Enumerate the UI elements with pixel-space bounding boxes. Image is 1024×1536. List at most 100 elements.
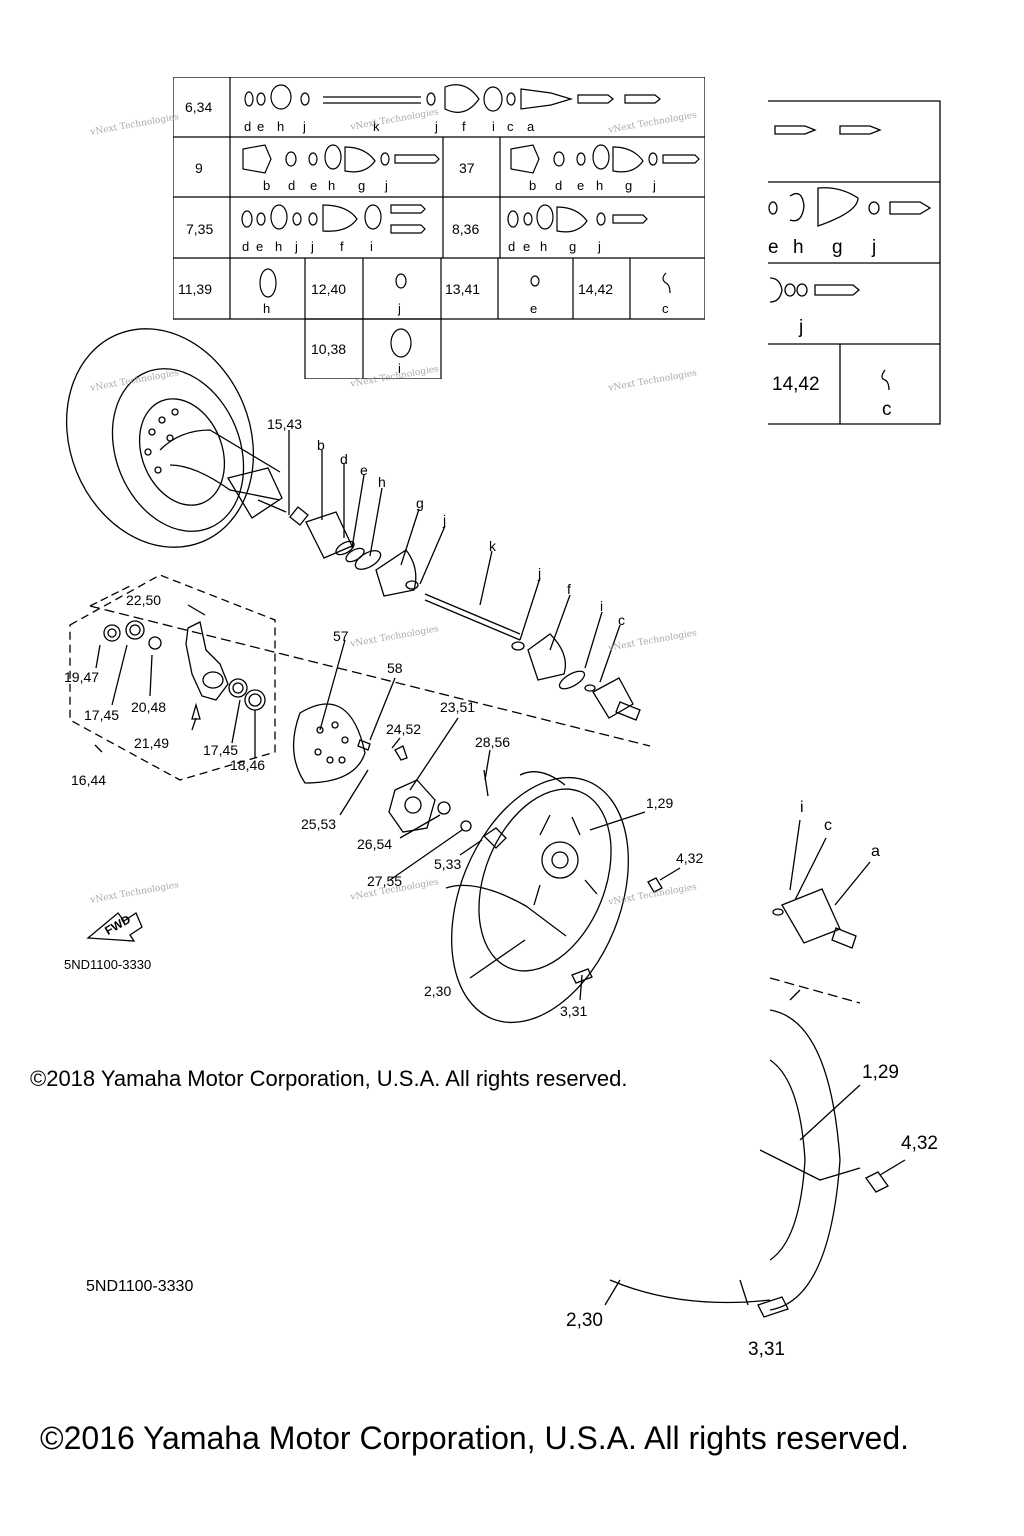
kit-letter: i xyxy=(370,239,373,254)
kit-row4-number-1: 11,39 xyxy=(178,281,212,297)
callout-2-30: 2,30 xyxy=(424,983,452,999)
kit-letter: i xyxy=(492,119,495,134)
callout-5-33: 5,33 xyxy=(434,856,462,872)
callout-3-31: 3,31 xyxy=(560,1003,588,1019)
right-cv-joint-drawing xyxy=(769,819,871,1004)
callout-28-56: 28,56 xyxy=(475,734,511,750)
kit-row3-number-left: 7,35 xyxy=(186,221,214,237)
kit-table: 6,34 9 37 7,35 8,36 11,39 12,40 13,41 14… xyxy=(173,77,705,379)
kit-letter: j xyxy=(435,119,438,134)
kit-letter: h xyxy=(277,119,285,134)
kit-letter: h xyxy=(540,239,548,254)
callout-e: e xyxy=(360,462,368,478)
callout-17-45: 17,45 xyxy=(84,707,120,723)
kit-row2-number-left: 9 xyxy=(195,160,203,176)
brake-disc-drawing xyxy=(292,703,371,784)
kit-letter: f xyxy=(462,119,466,134)
callout-15-43: 15,43 xyxy=(267,416,303,432)
driveshaft-drawing xyxy=(289,506,641,721)
kit-letter: j xyxy=(653,178,656,193)
copyright-2016: ©2016 Yamaha Motor Corporation, U.S.A. A… xyxy=(40,1420,910,1456)
callout-57: 57 xyxy=(333,628,349,644)
kit-letter: b xyxy=(529,178,537,193)
callout-f: f xyxy=(567,581,571,597)
callout-25-53: 25,53 xyxy=(301,816,337,832)
kit-letter: j xyxy=(598,239,601,254)
kit-letter: h xyxy=(596,178,604,193)
right-table-number: 14,42 xyxy=(772,374,820,395)
right-table-letter: j xyxy=(799,317,804,338)
callout-17-45-b: 17,45 xyxy=(203,742,239,758)
kit-letter: e xyxy=(530,301,538,316)
right-callout-3-31: 3,31 xyxy=(748,1339,785,1360)
kit-letter: d xyxy=(242,239,250,254)
kit-letter: j xyxy=(311,239,314,254)
kit-row1-number: 6,34 xyxy=(185,99,213,115)
right-table-letter: c xyxy=(882,399,892,420)
kit-row5-number: 10,38 xyxy=(311,341,347,357)
callout-26-54: 26,54 xyxy=(357,836,393,852)
kit-letter: e xyxy=(257,119,265,134)
kit-letter: c xyxy=(662,301,669,316)
copyright-2018: ©2018 Yamaha Motor Corporation, U.S.A. A… xyxy=(30,1066,628,1091)
kit-letter: j xyxy=(385,178,388,193)
callout-g: g xyxy=(416,495,424,511)
kit-letter: h xyxy=(275,239,283,254)
right-callout-1-29: 1,29 xyxy=(862,1062,899,1083)
right-callout-i: i xyxy=(800,799,804,816)
right-table-letter: j xyxy=(872,237,877,258)
kit-letter: b xyxy=(263,178,271,193)
kit-letter: d xyxy=(555,178,563,193)
kit-letter: a xyxy=(527,119,535,134)
kit-letter: f xyxy=(340,239,344,254)
callout-20-48: 20,48 xyxy=(131,699,167,715)
kit-row4-number-4: 14,42 xyxy=(578,281,614,297)
callout-d: d xyxy=(340,451,348,467)
kit-letter: d xyxy=(244,119,252,134)
kit-letter: e xyxy=(256,239,264,254)
callout-24-52: 24,52 xyxy=(386,721,422,737)
kit-letter: e xyxy=(310,178,318,193)
right-callout-2-30: 2,30 xyxy=(566,1310,603,1331)
kit-letter: g xyxy=(358,178,366,193)
callout-i: i xyxy=(600,598,604,614)
right-partial-table xyxy=(768,100,941,425)
callout-c: c xyxy=(618,612,625,628)
kit-letter: e xyxy=(577,178,585,193)
kit-letter: d xyxy=(508,239,516,254)
kit-row4-number-2: 12,40 xyxy=(311,281,347,297)
right-callout-c: c xyxy=(824,817,832,834)
kit-letter: e xyxy=(523,239,531,254)
kit-letter: j xyxy=(398,301,401,316)
left-wheel-drawing xyxy=(65,328,287,548)
callout-h: h xyxy=(378,474,386,490)
kit-letter: h xyxy=(263,301,271,316)
fwd-arrow-drawing xyxy=(86,912,143,942)
kit-row4-number-3: 13,41 xyxy=(445,281,481,297)
callout-21-49: 21,49 xyxy=(134,735,170,751)
front-wheel-drawing xyxy=(445,771,663,1024)
callout-18-46: 18,46 xyxy=(230,757,266,773)
kit-letter: g xyxy=(625,178,633,193)
kit-letter: g xyxy=(569,239,577,254)
callout-j-2: j xyxy=(538,565,542,581)
bottom-diagram-code: 5ND1100-3330 xyxy=(86,1278,194,1295)
kit-letter: k xyxy=(373,119,380,134)
right-wheel-drawing xyxy=(604,1009,906,1318)
knuckle-drawing xyxy=(103,620,266,720)
callout-27-55: 27,55 xyxy=(367,873,403,889)
right-table-letter: g xyxy=(832,237,843,258)
right-callout-4-32: 4,32 xyxy=(901,1133,938,1154)
kit-letter: j xyxy=(295,239,298,254)
callout-4-32: 4,32 xyxy=(676,850,704,866)
callout-23-51: 23,51 xyxy=(440,699,476,715)
callout-j: j xyxy=(443,512,447,528)
callout-16-44: 16,44 xyxy=(71,772,107,788)
kit-letter: h xyxy=(328,178,336,193)
right-table-letter: h xyxy=(793,237,804,258)
callout-k: k xyxy=(489,538,496,554)
callout-58: 58 xyxy=(387,660,403,676)
callout-19-47: 19,47 xyxy=(64,669,100,685)
kit-letter: i xyxy=(398,361,401,376)
